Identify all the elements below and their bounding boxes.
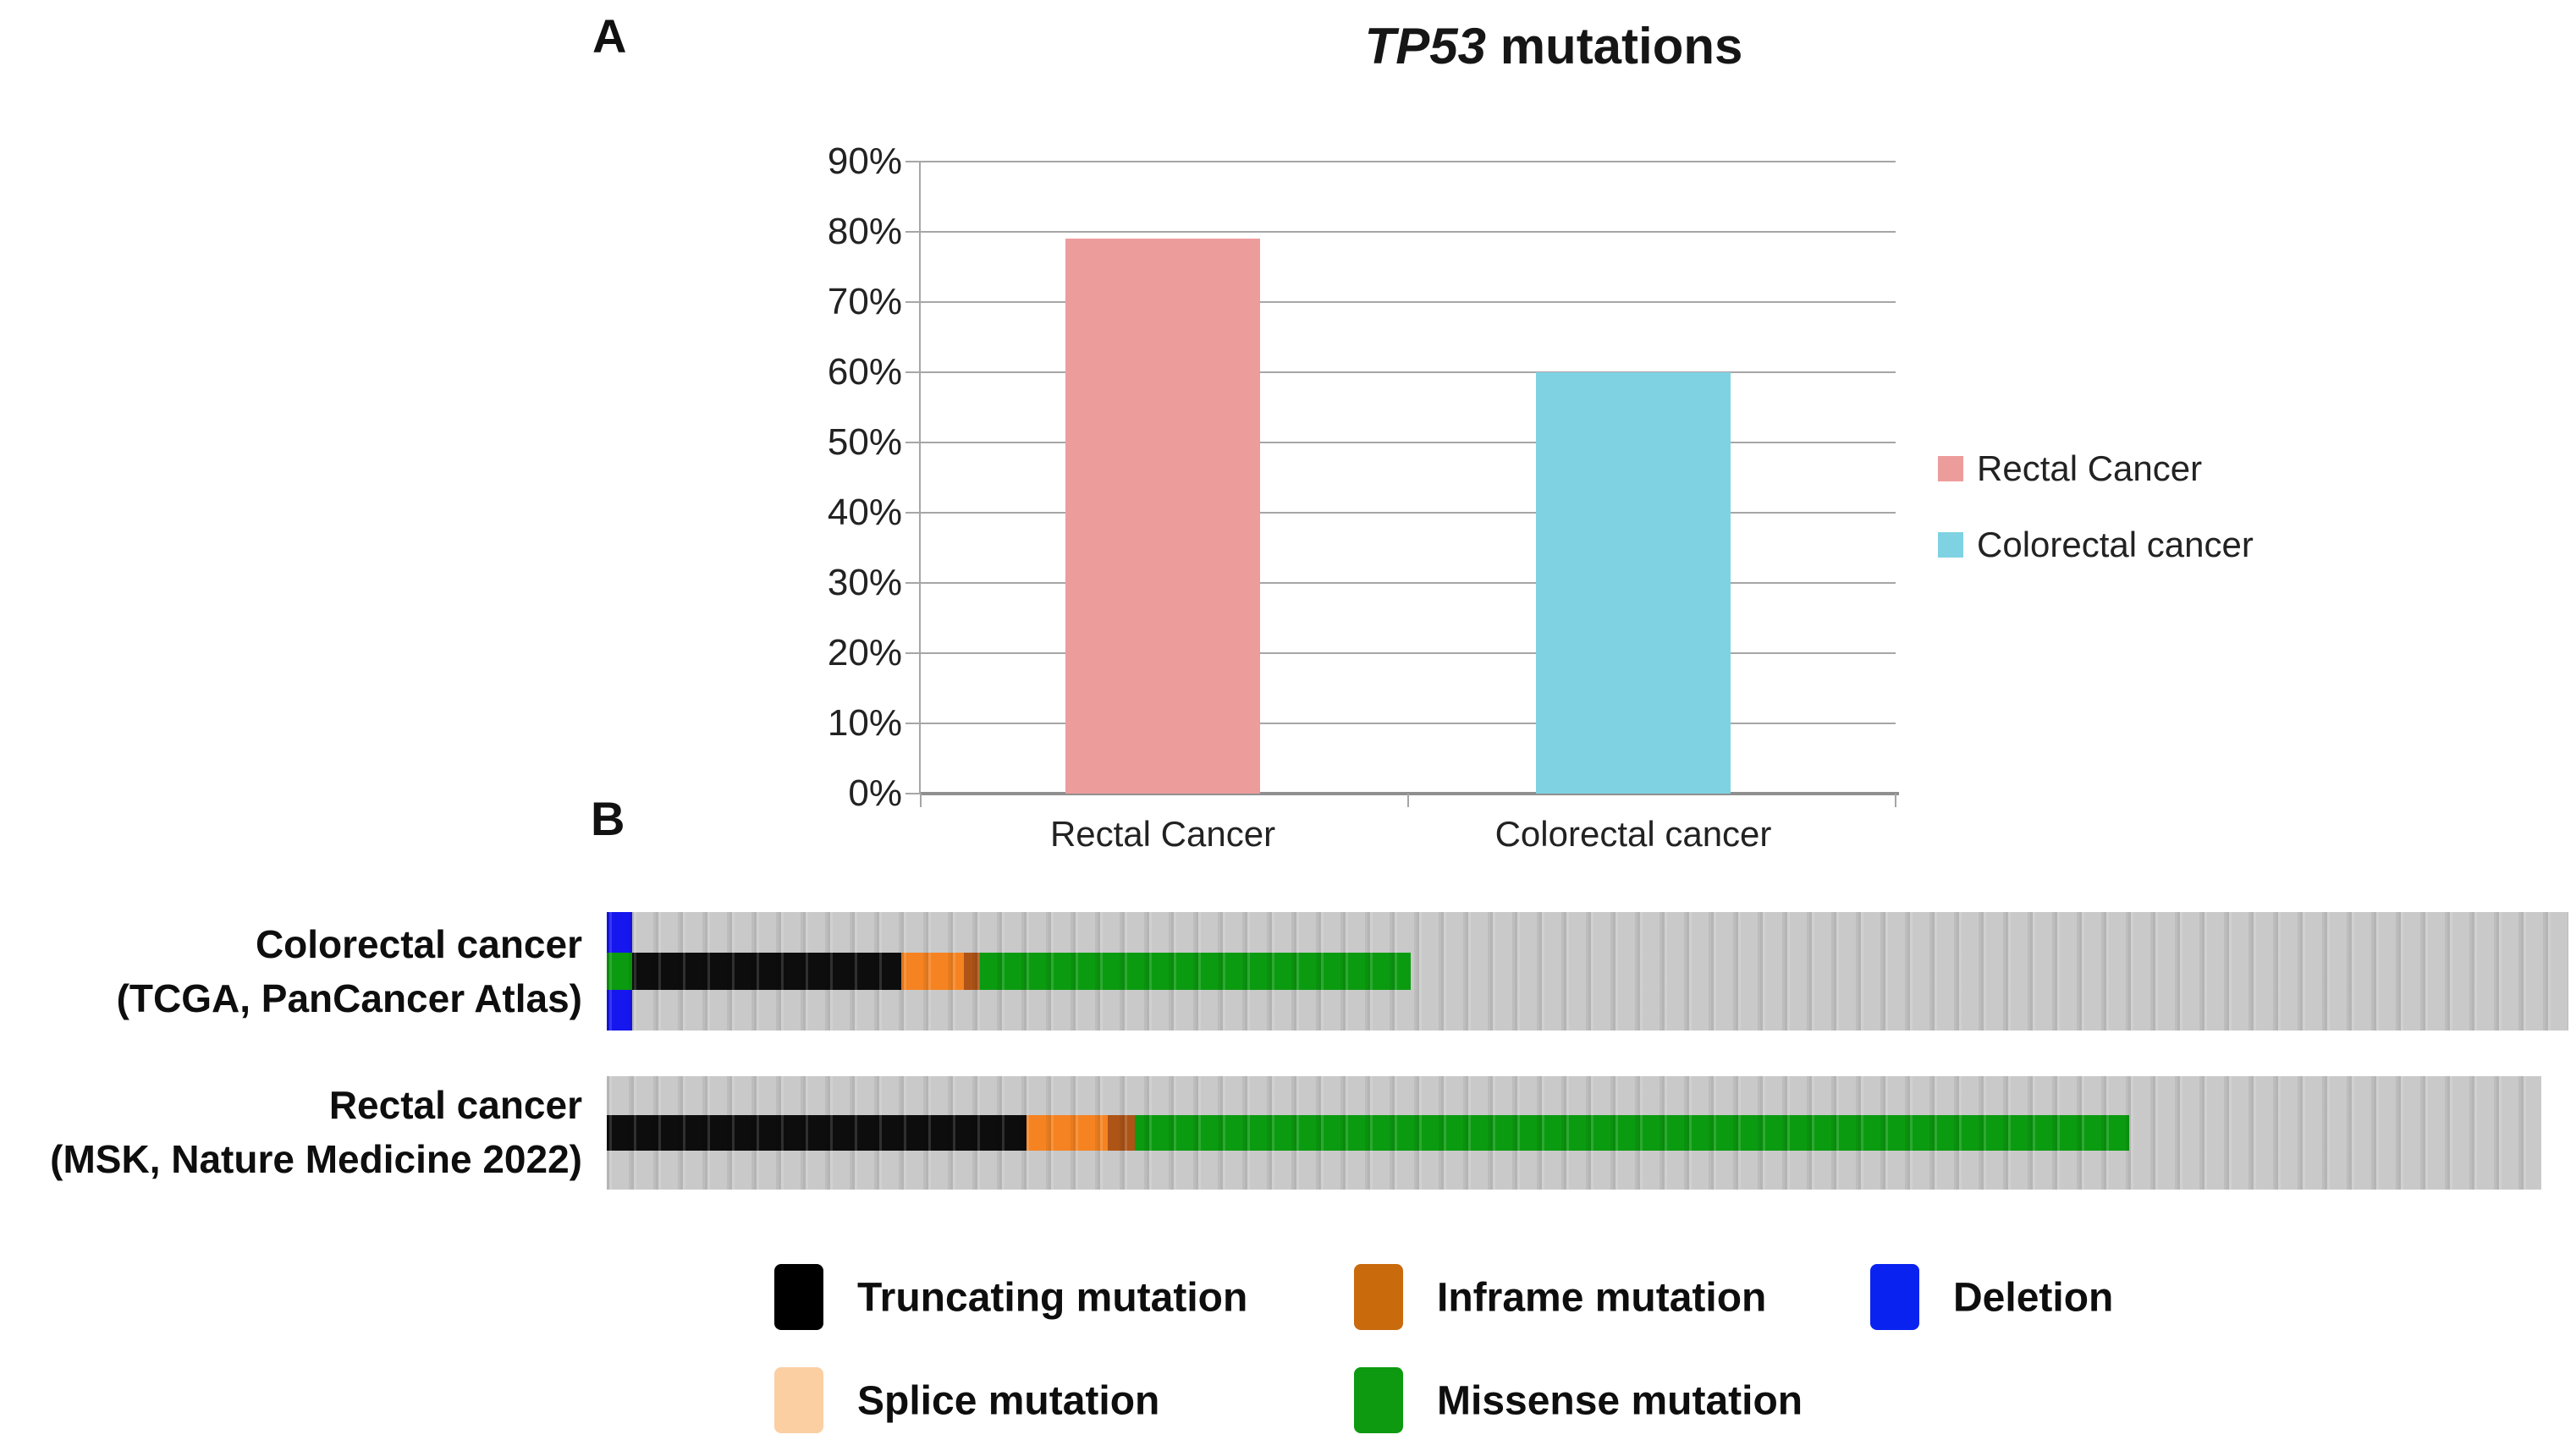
oncoprint-track-0 — [607, 912, 2568, 1031]
x-axis-tick — [1407, 794, 1409, 807]
y-tick-mark — [905, 723, 921, 724]
bar-colorectal-cancer — [1536, 372, 1731, 794]
y-tick-label: 40% — [827, 492, 902, 533]
legend-swatch — [1938, 456, 1963, 481]
y-tick-label: 10% — [827, 702, 902, 744]
y-tick-mark — [905, 371, 921, 373]
mutation-legend-label: Truncating mutation — [857, 1275, 1248, 1321]
track-label-line2: (MSK, Nature Medicine 2022) — [50, 1137, 582, 1181]
segment-missense — [1135, 1114, 2130, 1151]
track-label-1: Rectal cancer (MSK, Nature Medicine 2022) — [0, 1075, 582, 1190]
x-category-label: Colorectal cancer — [1494, 814, 1772, 854]
track-label-0: Colorectal cancer (TCGA, PanCancer Atlas) — [0, 912, 582, 1031]
track-label-line1: Colorectal cancer — [255, 922, 582, 966]
segment-splice — [900, 952, 964, 991]
legend-item-rectal-cancer: Rectal Cancer — [1938, 448, 2202, 489]
y-tick-label: 90% — [827, 140, 902, 182]
gridline — [921, 582, 1896, 584]
bar-chart-plot-area: 90% 80% 70% 60% 50% 40% 30% 20% 10% 0% Rectal Canc… — [828, 140, 1899, 854]
y-tick-mark — [905, 301, 921, 303]
chart-title: TP53 mutations — [1046, 17, 2061, 75]
mutation-legend-label: Splice mutation — [857, 1378, 1160, 1424]
mutation-legend-label: Missense mutation — [1437, 1378, 1803, 1424]
gridline — [921, 512, 1896, 514]
track-label-line1: Rectal cancer — [328, 1083, 582, 1127]
mutation-legend-swatch-missense-mutation — [1354, 1367, 1403, 1433]
y-tick-mark — [905, 582, 921, 584]
legend-label: Rectal Cancer — [1977, 448, 2203, 488]
gridline — [921, 442, 1896, 443]
y-tick-label: 50% — [827, 421, 902, 463]
y-axis-line — [919, 162, 921, 794]
gridline — [921, 231, 1896, 233]
x-axis-baseline — [921, 792, 1899, 795]
mutation-legend-label: Deletion — [1953, 1275, 2114, 1321]
x-axis-tick — [1895, 794, 1896, 807]
y-tick-label: 20% — [827, 632, 902, 673]
gridline — [921, 652, 1896, 654]
y-tick-label: 30% — [827, 562, 902, 603]
segment-inframe — [1108, 1114, 1136, 1151]
gridline — [921, 371, 1896, 373]
track-label-line2: (TCGA, PanCancer Atlas) — [116, 976, 582, 1020]
legend-label: Colorectal cancer — [1977, 525, 2254, 564]
y-tick-mark — [905, 512, 921, 514]
y-tick-mark — [905, 161, 921, 162]
y-tick-label: 0% — [848, 772, 902, 814]
segment-splice — [1027, 1114, 1109, 1151]
gridline — [921, 161, 1896, 162]
chart-title-gene: TP53 — [1364, 18, 1487, 74]
y-tick-mark — [905, 793, 921, 794]
x-category-label: Rectal Cancer — [1049, 814, 1276, 854]
mutation-legend-swatch-deletion — [1870, 1264, 1919, 1330]
segment-missense — [979, 952, 1412, 991]
legend-swatch — [1938, 532, 1963, 558]
mutation-legend-swatch-splice-mutation — [774, 1367, 823, 1433]
x-axis-tick — [920, 794, 922, 807]
y-tick-label: 80% — [827, 211, 902, 252]
segment-truncating — [632, 952, 901, 991]
y-tick-label: 70% — [827, 281, 902, 322]
y-tick-mark — [905, 231, 921, 233]
segment-inframe — [963, 952, 980, 991]
mutation-legend-swatch-truncating-mutation — [774, 1264, 823, 1330]
y-tick-mark — [905, 652, 921, 654]
legend-item-colorectal-cancer: Colorectal cancer — [1938, 525, 2254, 565]
chart-title-rest: mutations — [1486, 18, 1743, 74]
oncoprint-track-1 — [607, 1076, 2541, 1190]
segment-truncating — [607, 1114, 1027, 1151]
segment-missense — [607, 952, 633, 991]
gridline — [921, 301, 1896, 303]
y-tick-mark — [905, 442, 921, 443]
gridline — [921, 723, 1896, 724]
panel-b-label: B — [591, 792, 625, 845]
y-tick-label: 60% — [827, 351, 902, 393]
bar-rectal-cancer — [1065, 239, 1260, 794]
mutation-legend-swatch-inframe-mutation — [1354, 1264, 1403, 1330]
panel-a-label: A — [592, 9, 627, 63]
mutation-legend-label: Inframe mutation — [1437, 1275, 1767, 1321]
